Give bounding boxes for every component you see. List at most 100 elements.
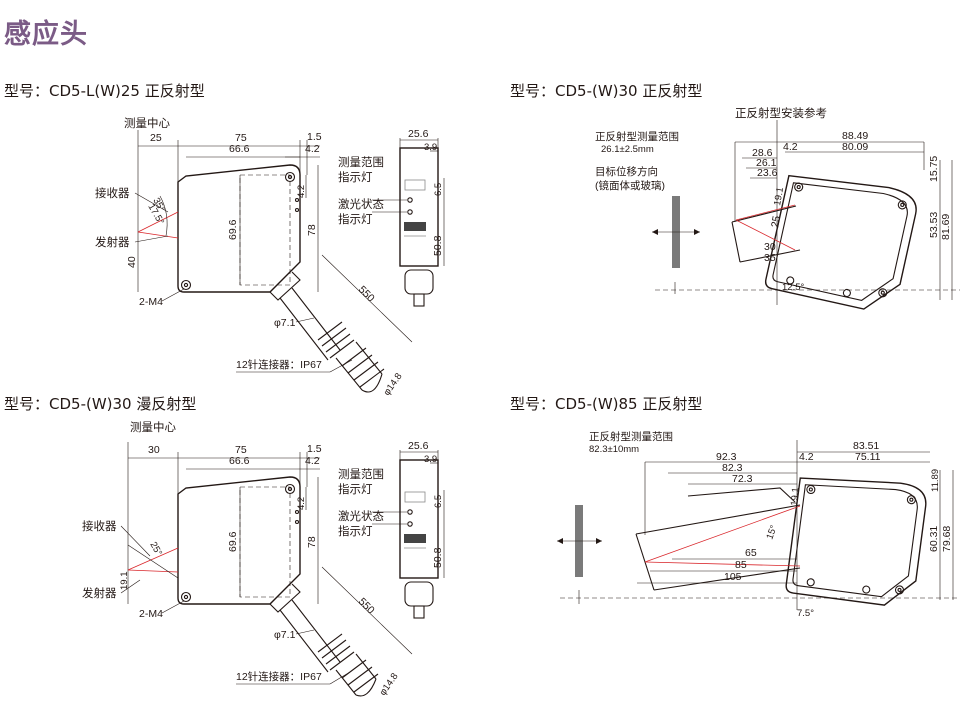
dim-30: 30 <box>148 444 160 456</box>
range-led <box>407 509 413 515</box>
connector <box>335 653 377 697</box>
label-laser-led-line1: 激光状态 <box>338 197 384 211</box>
drawing-cd5-w-30-diffuse: 30 75 1.5 66.6 4.2 测量中心 69.6 78 4.2 25° … <box>82 421 445 698</box>
angle-15: 15° <box>764 524 779 541</box>
label-connector: 12针连接器：IP67 <box>236 358 322 371</box>
dim-4-2: 4.2 <box>783 141 798 153</box>
label-receiver: 接收器 <box>82 519 117 533</box>
mount-hole <box>180 279 192 291</box>
dim-19-1: 19.1 <box>789 487 802 506</box>
dim-15-75: 15.75 <box>928 156 940 182</box>
dim-65: 65 <box>745 547 757 559</box>
dim-69-6: 69.6 <box>227 219 239 240</box>
dim-35: 35 <box>764 252 776 264</box>
dim-82-3: 82.3 <box>722 462 743 474</box>
label-receiver: 接收器 <box>95 186 130 200</box>
dim-81-69: 81.69 <box>940 214 952 240</box>
label-direction-line2: (镜面体或玻璃) <box>595 179 665 192</box>
label-laser-led-line1: 激光状态 <box>338 509 384 523</box>
panel-title-cd5-w-30-reflective: 型号：CD5-(W)30 正反射型 <box>510 82 703 100</box>
dim-75: 75 <box>235 132 247 144</box>
label-connector: 12针连接器：IP67 <box>236 670 322 683</box>
drawing-cd5-w-85-reflective: 正反射型测量范围 82.3±10mm 83.51 92.3 4.2 75.11 … <box>557 430 960 619</box>
dim-69-6: 69.6 <box>227 531 239 552</box>
panel-title-cd5-w-85-reflective: 型号：CD5-(W)85 正反射型 <box>510 395 703 413</box>
label-range-led-line1: 测量范围 <box>338 155 384 169</box>
dim-4-2-vertical: 4.2 <box>296 497 307 510</box>
dim-50-8: 50.8 <box>432 235 444 256</box>
dim-53-53: 53.53 <box>928 212 940 238</box>
dim-60-31: 60.31 <box>928 526 940 552</box>
dim-3-9: 3.9 <box>424 454 437 465</box>
dim-6-5: 6.5 <box>433 495 444 508</box>
dim-6-5: 6.5 <box>433 183 444 196</box>
dim-40: 40 <box>126 256 138 268</box>
drawing-cd5-w-30-reflective: 正反射型安装参考 正反射型测量范围 26.1±2.5mm 目标位移方向 (镜面体… <box>595 106 960 310</box>
label-connector-dia: φ14.8 <box>381 371 404 398</box>
dim-83-51: 83.51 <box>853 440 879 452</box>
beam-envelope <box>731 205 801 263</box>
range-led <box>407 197 413 203</box>
label-cable-dia: φ7.1 <box>274 629 296 641</box>
laser-led <box>407 521 413 527</box>
label-direction-line1: 目标位移方向 <box>595 165 658 178</box>
dim-4-2: 4.2 <box>305 143 320 155</box>
cable <box>279 287 341 361</box>
dim-1-5: 1.5 <box>307 443 322 455</box>
dim-25-6: 25.6 <box>408 440 429 452</box>
label-install-reference: 正反射型安装参考 <box>735 106 827 120</box>
drawing-cd5-l-w-25: 25 75 1.5 66.6 4.2 测量中心 69.6 78 4.2 40 3… <box>95 117 445 398</box>
dim-25: 25 <box>769 215 783 229</box>
sensor-front-view <box>399 147 439 267</box>
dim-80-09: 80.09 <box>842 141 868 153</box>
label-range-led-line1: 测量范围 <box>338 467 384 481</box>
cable <box>279 599 341 673</box>
dim-25-6: 25.6 <box>408 128 429 140</box>
label-range-line2: 26.1±2.5mm <box>601 144 654 155</box>
dim-19-1: 19.1 <box>119 572 130 591</box>
dim-3-9: 3.9 <box>424 142 437 153</box>
dim-78: 78 <box>306 224 318 236</box>
dim-26-1: 26.1 <box>756 157 777 169</box>
dim-66-6: 66.6 <box>229 143 250 155</box>
dim-75: 75 <box>235 444 247 456</box>
page-title: 感应头 <box>4 19 88 50</box>
label-measure-center: 测量中心 <box>124 117 170 130</box>
dim-50-8: 50.8 <box>432 547 444 568</box>
dim-72-3: 72.3 <box>732 473 753 485</box>
dim-105: 105 <box>724 571 742 583</box>
dim-66-6: 66.6 <box>229 455 250 467</box>
dim-78: 78 <box>306 536 318 548</box>
label-laser-led-line2: 指示灯 <box>338 524 373 538</box>
dim-4-2: 4.2 <box>305 455 320 467</box>
panel-title-cd5-w-30-diffuse: 型号：CD5-(W)30 漫反射型 <box>4 395 197 413</box>
dim-19-1: 19.1 <box>772 186 786 206</box>
label-range-led-line2: 指示灯 <box>338 482 373 496</box>
label-measure-center: 测量中心 <box>130 421 176 434</box>
dim-1-5: 1.5 <box>307 131 322 143</box>
label-laser-led-line2: 指示灯 <box>338 212 373 226</box>
label-emitter: 发射器 <box>95 235 130 249</box>
label-mount-m4: 2-M4 <box>139 296 163 308</box>
sensor-body-outline <box>177 476 301 605</box>
sensor-body-tilted <box>785 477 927 606</box>
dim-4-2: 4.2 <box>799 451 814 463</box>
label-connector-dia: φ14.8 <box>377 671 400 698</box>
dim-11-89: 11.89 <box>930 469 941 492</box>
dim-550: 550 <box>356 284 377 305</box>
brand-plate <box>404 222 426 231</box>
laser-led <box>407 209 413 215</box>
sensor-body-outline <box>177 164 301 293</box>
label-emitter: 发射器 <box>82 586 117 600</box>
brand-plate <box>404 534 426 543</box>
dim-75-11: 75.11 <box>855 451 881 463</box>
angle-7-5: 7.5° <box>797 608 814 619</box>
dim-25: 25 <box>150 132 162 144</box>
label-cable-dia: φ7.1 <box>274 317 296 329</box>
dim-4-2-vertical: 4.2 <box>296 185 307 198</box>
label-range-line1: 正反射型测量范围 <box>589 430 673 443</box>
angle-12-5: 12.5° <box>782 282 804 293</box>
dim-88-49: 88.49 <box>842 130 868 142</box>
connector <box>335 341 383 393</box>
